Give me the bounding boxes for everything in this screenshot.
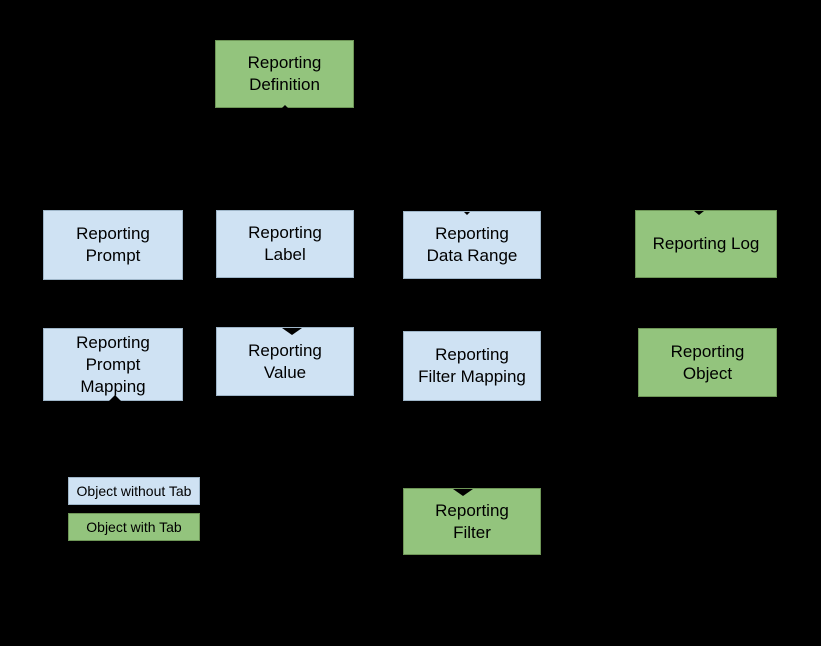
node-reporting-log: Reporting Log	[635, 210, 777, 278]
node-reporting-data-range: Reporting Data Range	[403, 211, 541, 279]
connector-arrowhead-icon	[282, 328, 302, 335]
connector-arrowhead-icon	[109, 395, 121, 401]
node-reporting-definition: Reporting Definition	[215, 40, 354, 108]
connector-arrowhead-icon	[464, 212, 470, 215]
node-reporting-filter-mapping: Reporting Filter Mapping	[403, 331, 541, 401]
legend-item-object-with-tab: Object with Tab	[68, 513, 200, 541]
legend-item-object-without-tab: Object without Tab	[68, 477, 200, 505]
node-reporting-object: Reporting Object	[638, 328, 777, 397]
connector-arrowhead-icon	[694, 211, 704, 215]
connector-arrowhead-icon	[282, 105, 288, 108]
node-reporting-prompt: Reporting Prompt	[43, 210, 183, 280]
connector-arrowhead-icon	[453, 489, 473, 496]
node-reporting-filter: Reporting Filter	[403, 488, 541, 555]
node-reporting-value: Reporting Value	[216, 327, 354, 396]
node-reporting-prompt-mapping: Reporting Prompt Mapping	[43, 328, 183, 401]
node-reporting-label: Reporting Label	[216, 210, 354, 278]
